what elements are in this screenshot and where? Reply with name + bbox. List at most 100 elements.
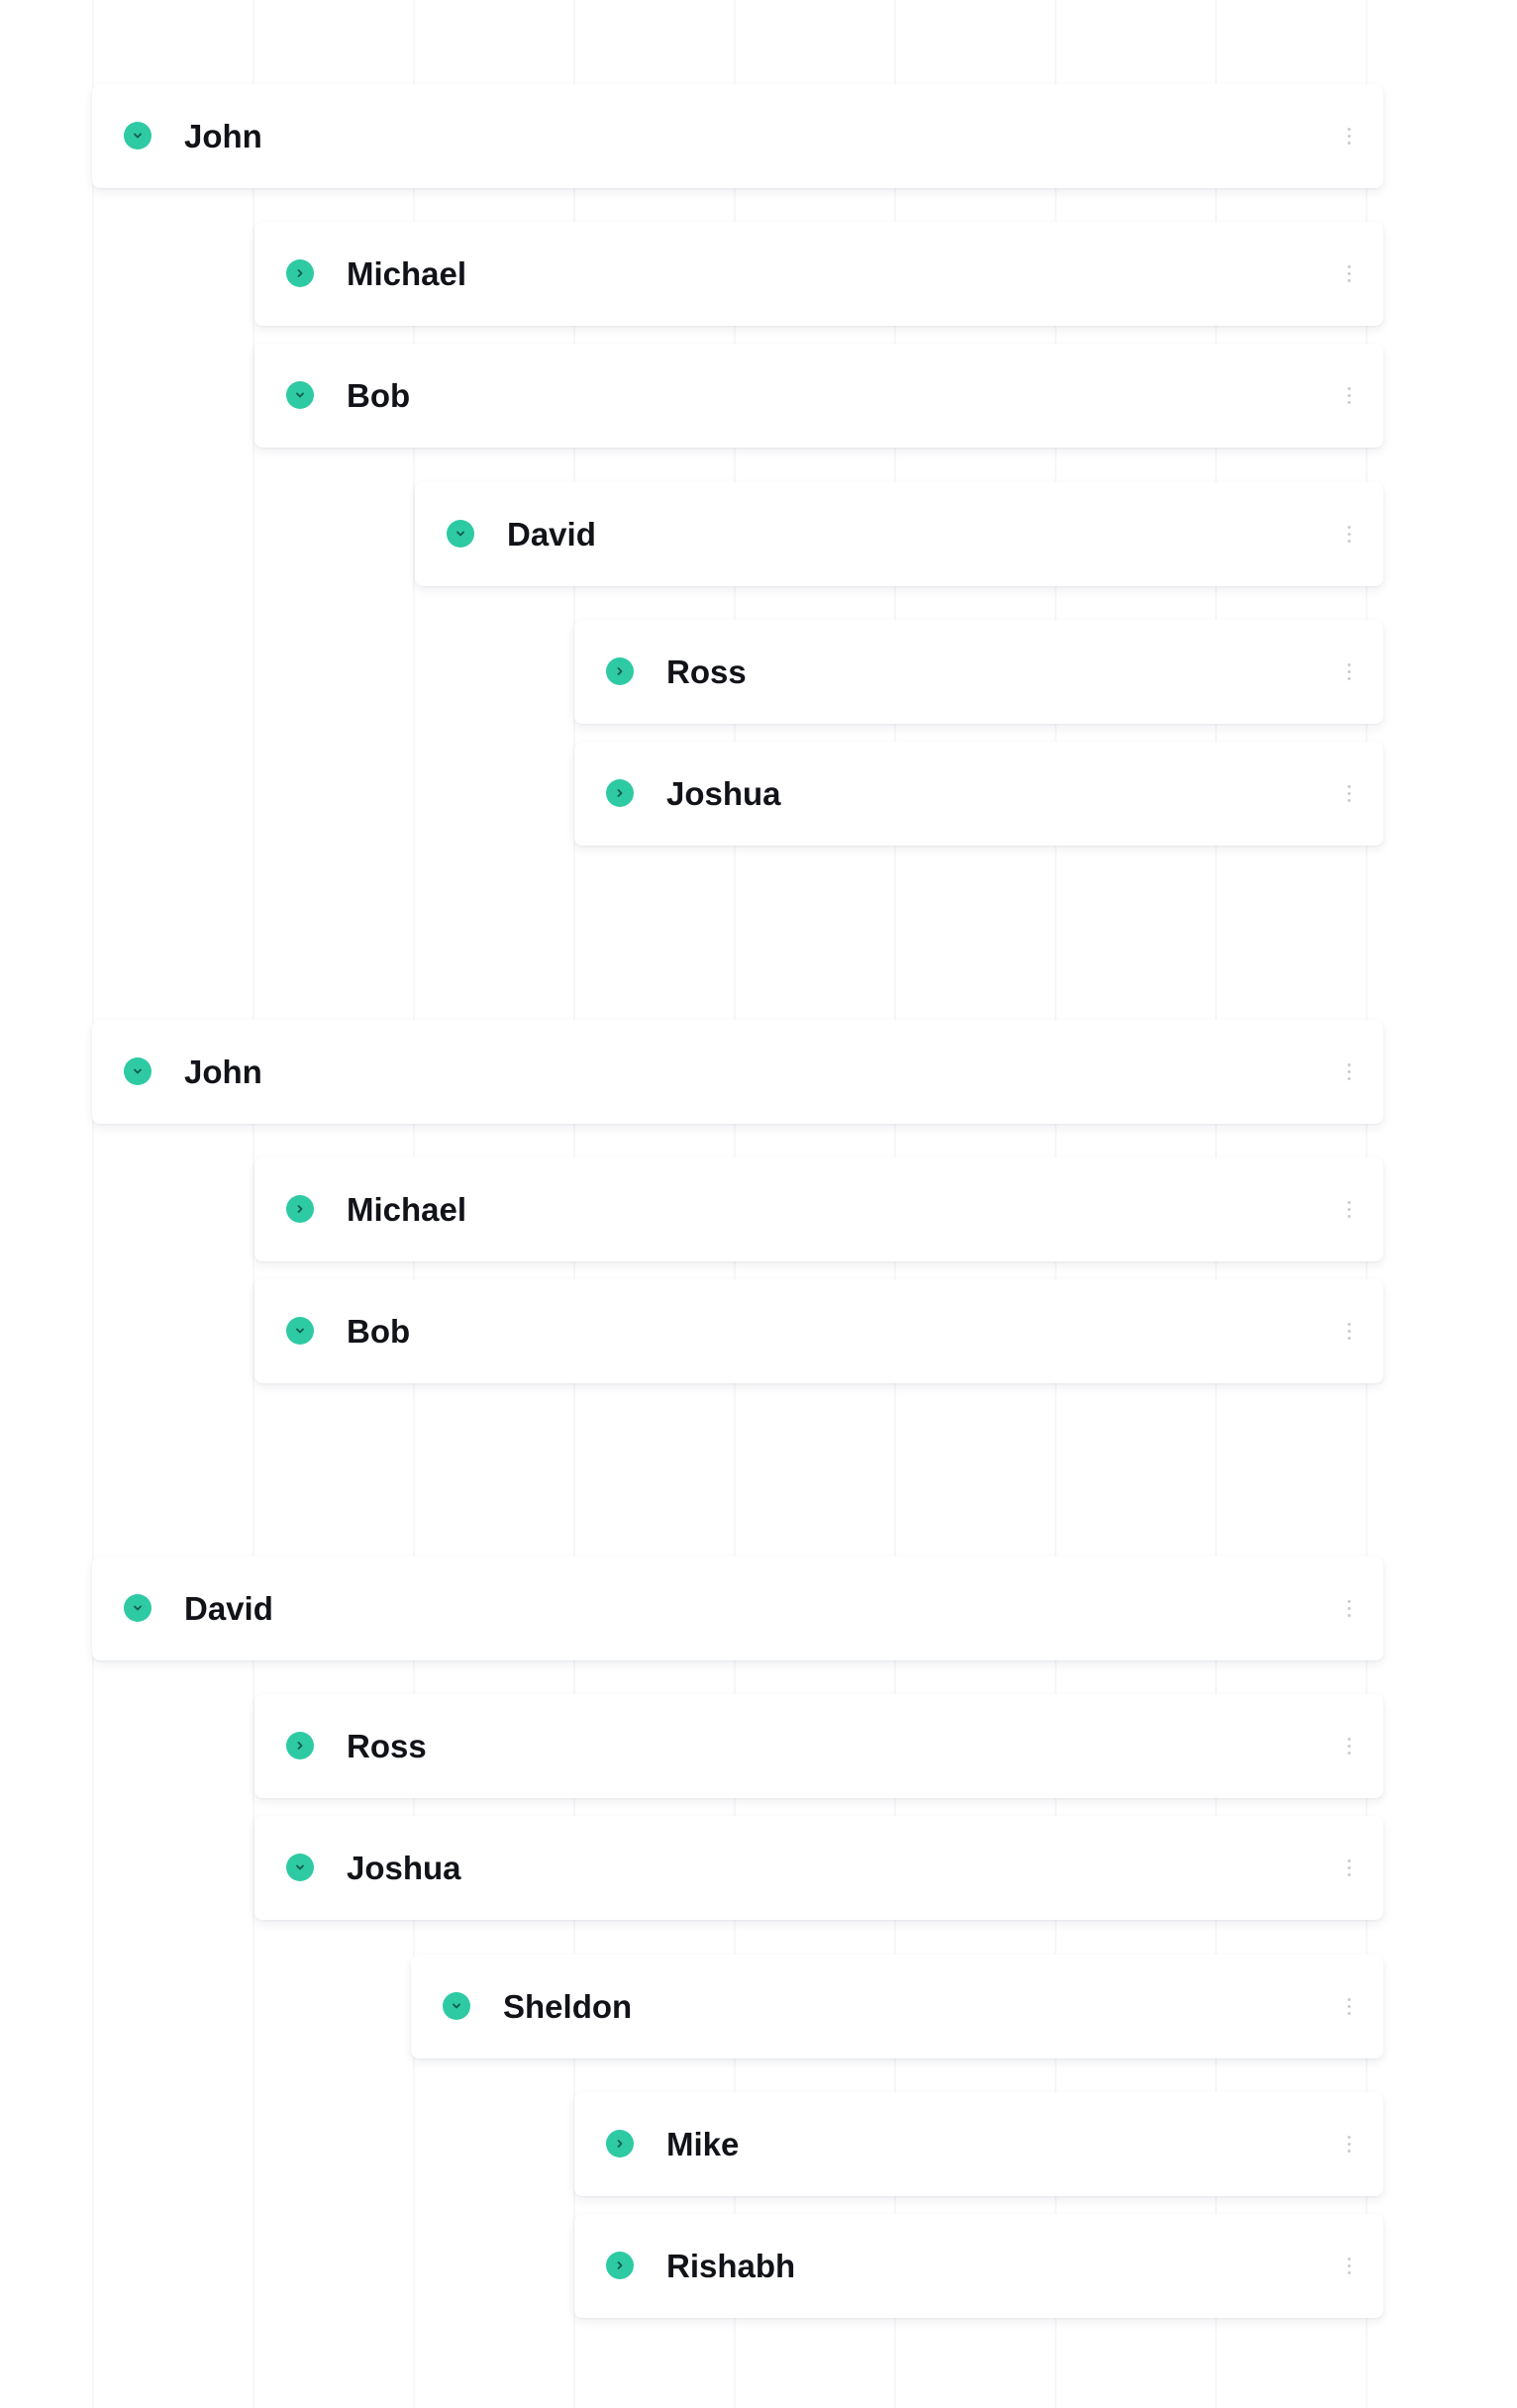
more-menu-button[interactable] <box>1342 381 1356 409</box>
tree-node-rishabh[interactable]: Rishabh <box>574 2214 1383 2318</box>
chevron-right-icon <box>617 789 623 797</box>
tree-row: Mike <box>0 2092 1517 2196</box>
tree-node-ross[interactable]: Ross <box>254 1694 1383 1798</box>
node-label: Sheldon <box>503 1988 633 2025</box>
more-vertical-icon <box>1347 1599 1351 1603</box>
tree-node-bob[interactable]: Bob <box>254 344 1383 448</box>
tree-node-bob[interactable]: Bob <box>254 1279 1383 1383</box>
tree-row: Bob <box>0 1279 1517 1383</box>
expand-toggle[interactable] <box>286 1854 314 1881</box>
tree-row: Ross <box>0 1694 1517 1798</box>
more-menu-button[interactable] <box>1342 1732 1356 1759</box>
chevron-down-icon <box>296 1864 304 1870</box>
more-menu-button[interactable] <box>1342 259 1356 287</box>
expand-toggle[interactable] <box>447 520 474 548</box>
expand-toggle[interactable] <box>286 259 314 287</box>
chevron-down-icon <box>296 1328 304 1334</box>
tree-row: Joshua <box>0 742 1517 846</box>
more-vertical-icon <box>1347 525 1351 529</box>
more-vertical-icon <box>1347 264 1351 268</box>
chevron-right-icon <box>617 2261 623 2269</box>
node-label: John <box>184 118 262 154</box>
node-label: Ross <box>347 1728 427 1764</box>
tree-row: Ross <box>0 620 1517 724</box>
chevron-right-icon <box>617 667 623 675</box>
expand-toggle[interactable] <box>124 1594 152 1622</box>
tree-node-sheldon[interactable]: Sheldon <box>411 1955 1383 2058</box>
more-vertical-icon <box>1347 386 1351 390</box>
tree-node-joshua[interactable]: Joshua <box>254 1816 1383 1920</box>
more-menu-button[interactable] <box>1342 122 1356 150</box>
more-vertical-icon <box>1347 127 1351 131</box>
tree-node-michael[interactable]: Michael <box>254 222 1383 326</box>
tree-row: Rishabh <box>0 2214 1517 2318</box>
node-label: Bob <box>347 1313 411 1350</box>
tree-row: Bob <box>0 344 1517 448</box>
tree-row: John <box>0 84 1517 188</box>
more-vertical-icon <box>1347 784 1351 788</box>
node-label: Mike <box>666 2126 740 2162</box>
expand-toggle[interactable] <box>286 1195 314 1223</box>
node-label: Joshua <box>347 1850 461 1886</box>
node-label: David <box>184 1590 273 1627</box>
chevron-right-icon <box>617 2140 623 2148</box>
node-label: Rishabh <box>666 2248 796 2284</box>
expand-toggle[interactable] <box>606 779 634 807</box>
more-vertical-icon <box>1347 1997 1351 2001</box>
node-label: John <box>184 1054 262 1090</box>
more-menu-button[interactable] <box>1342 1992 1356 2020</box>
more-vertical-icon <box>1347 1062 1351 1066</box>
tree-node-david[interactable]: David <box>415 482 1383 586</box>
tree-node-ross[interactable]: Ross <box>574 620 1383 724</box>
node-label: Bob <box>347 377 411 414</box>
more-menu-button[interactable] <box>1342 2252 1356 2279</box>
column-guide-line <box>253 0 254 2408</box>
expand-toggle[interactable] <box>124 122 152 150</box>
more-menu-button[interactable] <box>1342 520 1356 548</box>
expand-toggle[interactable] <box>606 2252 634 2279</box>
tree-node-john[interactable]: John <box>92 1020 1383 1124</box>
more-vertical-icon <box>1347 662 1351 666</box>
expand-toggle[interactable] <box>124 1057 152 1085</box>
chevron-down-icon <box>453 2003 460 2009</box>
more-vertical-icon <box>1347 1200 1351 1204</box>
chevron-down-icon <box>296 392 304 398</box>
chevron-down-icon <box>134 1068 142 1074</box>
more-menu-button[interactable] <box>1342 2130 1356 2157</box>
tree-node-michael[interactable]: Michael <box>254 1157 1383 1261</box>
expand-toggle[interactable] <box>286 1317 314 1345</box>
more-menu-button[interactable] <box>1342 657 1356 685</box>
tree-row: David <box>0 1556 1517 1660</box>
more-menu-button[interactable] <box>1342 1317 1356 1345</box>
expand-toggle[interactable] <box>606 2130 634 2157</box>
chevron-right-icon <box>297 1742 303 1750</box>
tree-row: Michael <box>0 1157 1517 1261</box>
more-menu-button[interactable] <box>1342 779 1356 807</box>
more-vertical-icon <box>1347 1858 1351 1862</box>
tree-row: Michael <box>0 222 1517 326</box>
more-vertical-icon <box>1347 2135 1351 2139</box>
expand-toggle[interactable] <box>286 381 314 409</box>
expand-toggle[interactable] <box>286 1732 314 1759</box>
more-menu-button[interactable] <box>1342 1854 1356 1881</box>
chevron-down-icon <box>456 531 464 537</box>
expand-toggle[interactable] <box>443 1992 470 2020</box>
tree-row: Joshua <box>0 1816 1517 1920</box>
expand-toggle[interactable] <box>606 657 634 685</box>
node-label: Ross <box>666 653 747 690</box>
chevron-down-icon <box>134 133 142 139</box>
chevron-right-icon <box>297 1205 303 1213</box>
more-menu-button[interactable] <box>1342 1057 1356 1085</box>
node-label: Michael <box>347 1191 467 1228</box>
tree-node-joshua[interactable]: Joshua <box>574 742 1383 846</box>
tree-row: John <box>0 1020 1517 1124</box>
tree-node-david[interactable]: David <box>92 1556 1383 1660</box>
more-menu-button[interactable] <box>1342 1195 1356 1223</box>
more-vertical-icon <box>1347 1737 1351 1741</box>
column-guide-line <box>92 0 94 2408</box>
chevron-down-icon <box>134 1605 142 1611</box>
tree-node-mike[interactable]: Mike <box>574 2092 1383 2196</box>
more-menu-button[interactable] <box>1342 1594 1356 1622</box>
node-label: Joshua <box>666 775 781 812</box>
tree-node-john[interactable]: John <box>92 84 1383 188</box>
